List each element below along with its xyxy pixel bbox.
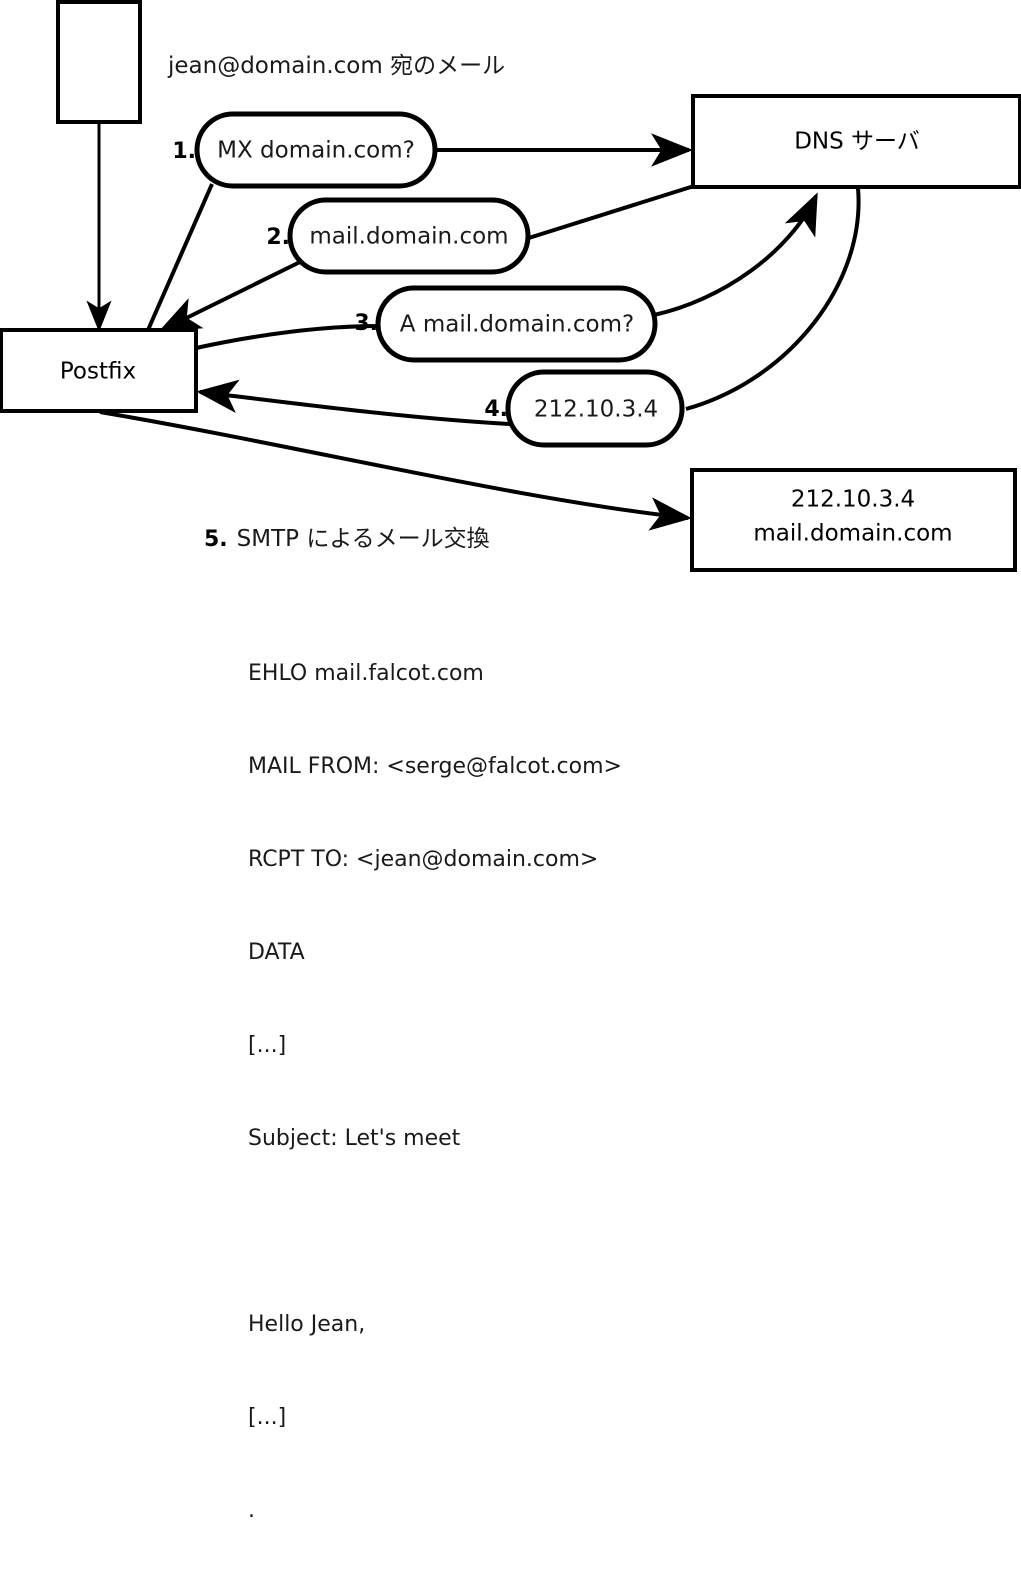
node-dns-label: DNS サーバ	[794, 129, 920, 155]
edge-bubble3-to-dns	[653, 192, 818, 317]
transcript-line: Subject: Let's meet	[248, 1126, 461, 1151]
mail-destination-caption: jean@domain.com 宛のメール	[168, 53, 506, 79]
step-5-label: SMTP によるメール交換	[236, 526, 490, 552]
bubble-step-3	[375, 285, 658, 363]
diagram-graphics: Postfix DNS サーバ 212.10.3.4 mail.domain.c…	[0, 0, 1021, 572]
edge-dns-to-bubble4	[685, 187, 861, 411]
transcript-line: RCPT TO: <jean@domain.com>	[248, 847, 599, 872]
transcript-line: Hello Jean,	[248, 1312, 366, 1337]
step-number-4: 4.	[484, 397, 508, 422]
transcript-line: EHLO mail.falcot.com	[248, 661, 484, 686]
node-mailserver-host: mail.domain.com	[753, 521, 952, 547]
bubble-step-4	[505, 369, 685, 448]
transcript-line: MAIL FROM: <serge@falcot.com>	[248, 754, 622, 779]
diagram-canvas: Postfix DNS サーバ 212.10.3.4 mail.domain.c…	[0, 0, 1021, 1523]
step-5-caption: 5. SMTP によるメール交換	[204, 519, 490, 553]
bubble-step-4-label: 212.10.3.4	[534, 397, 658, 423]
transcript-line: DATA	[248, 940, 305, 965]
edge-postfix-to-mailserver	[99, 410, 692, 531]
edge-postfix-to-bubble3	[195, 324, 381, 350]
node-mailserver-ip: 212.10.3.4	[791, 487, 915, 513]
step-number-2: 2.	[266, 225, 290, 250]
edge-bubble4-to-postfix	[196, 379, 511, 426]
node-postfix-box	[0, 328, 198, 413]
node-dns-box	[691, 94, 1021, 189]
transcript-line: [...]	[248, 1405, 287, 1430]
bubble-step-2-label: mail.domain.com	[309, 224, 508, 250]
bubble-step-2	[287, 197, 531, 275]
step-number-5: 5.	[204, 527, 228, 552]
bubble-step-1-label: MX domain.com?	[217, 138, 415, 164]
node-postfix-label: Postfix	[60, 359, 136, 385]
step-number-1: 1.	[172, 139, 196, 164]
transcript-line: .	[248, 1498, 255, 1523]
edge-dns-to-bubble2	[515, 184, 695, 244]
transcript-line-blank	[248, 1216, 622, 1247]
bubble-step-3-label: A mail.domain.com?	[400, 312, 634, 338]
smtp-transcript: EHLO mail.falcot.com MAIL FROM: <serge@f…	[248, 596, 622, 1588]
transcript-line: [...]	[248, 1033, 287, 1058]
bubble-step-1	[194, 111, 438, 189]
step-number-3: 3.	[354, 311, 378, 336]
node-mailserver-box	[690, 468, 1017, 572]
edge-bubble2-to-postfix	[158, 260, 301, 332]
node-mua-box	[56, 0, 142, 124]
